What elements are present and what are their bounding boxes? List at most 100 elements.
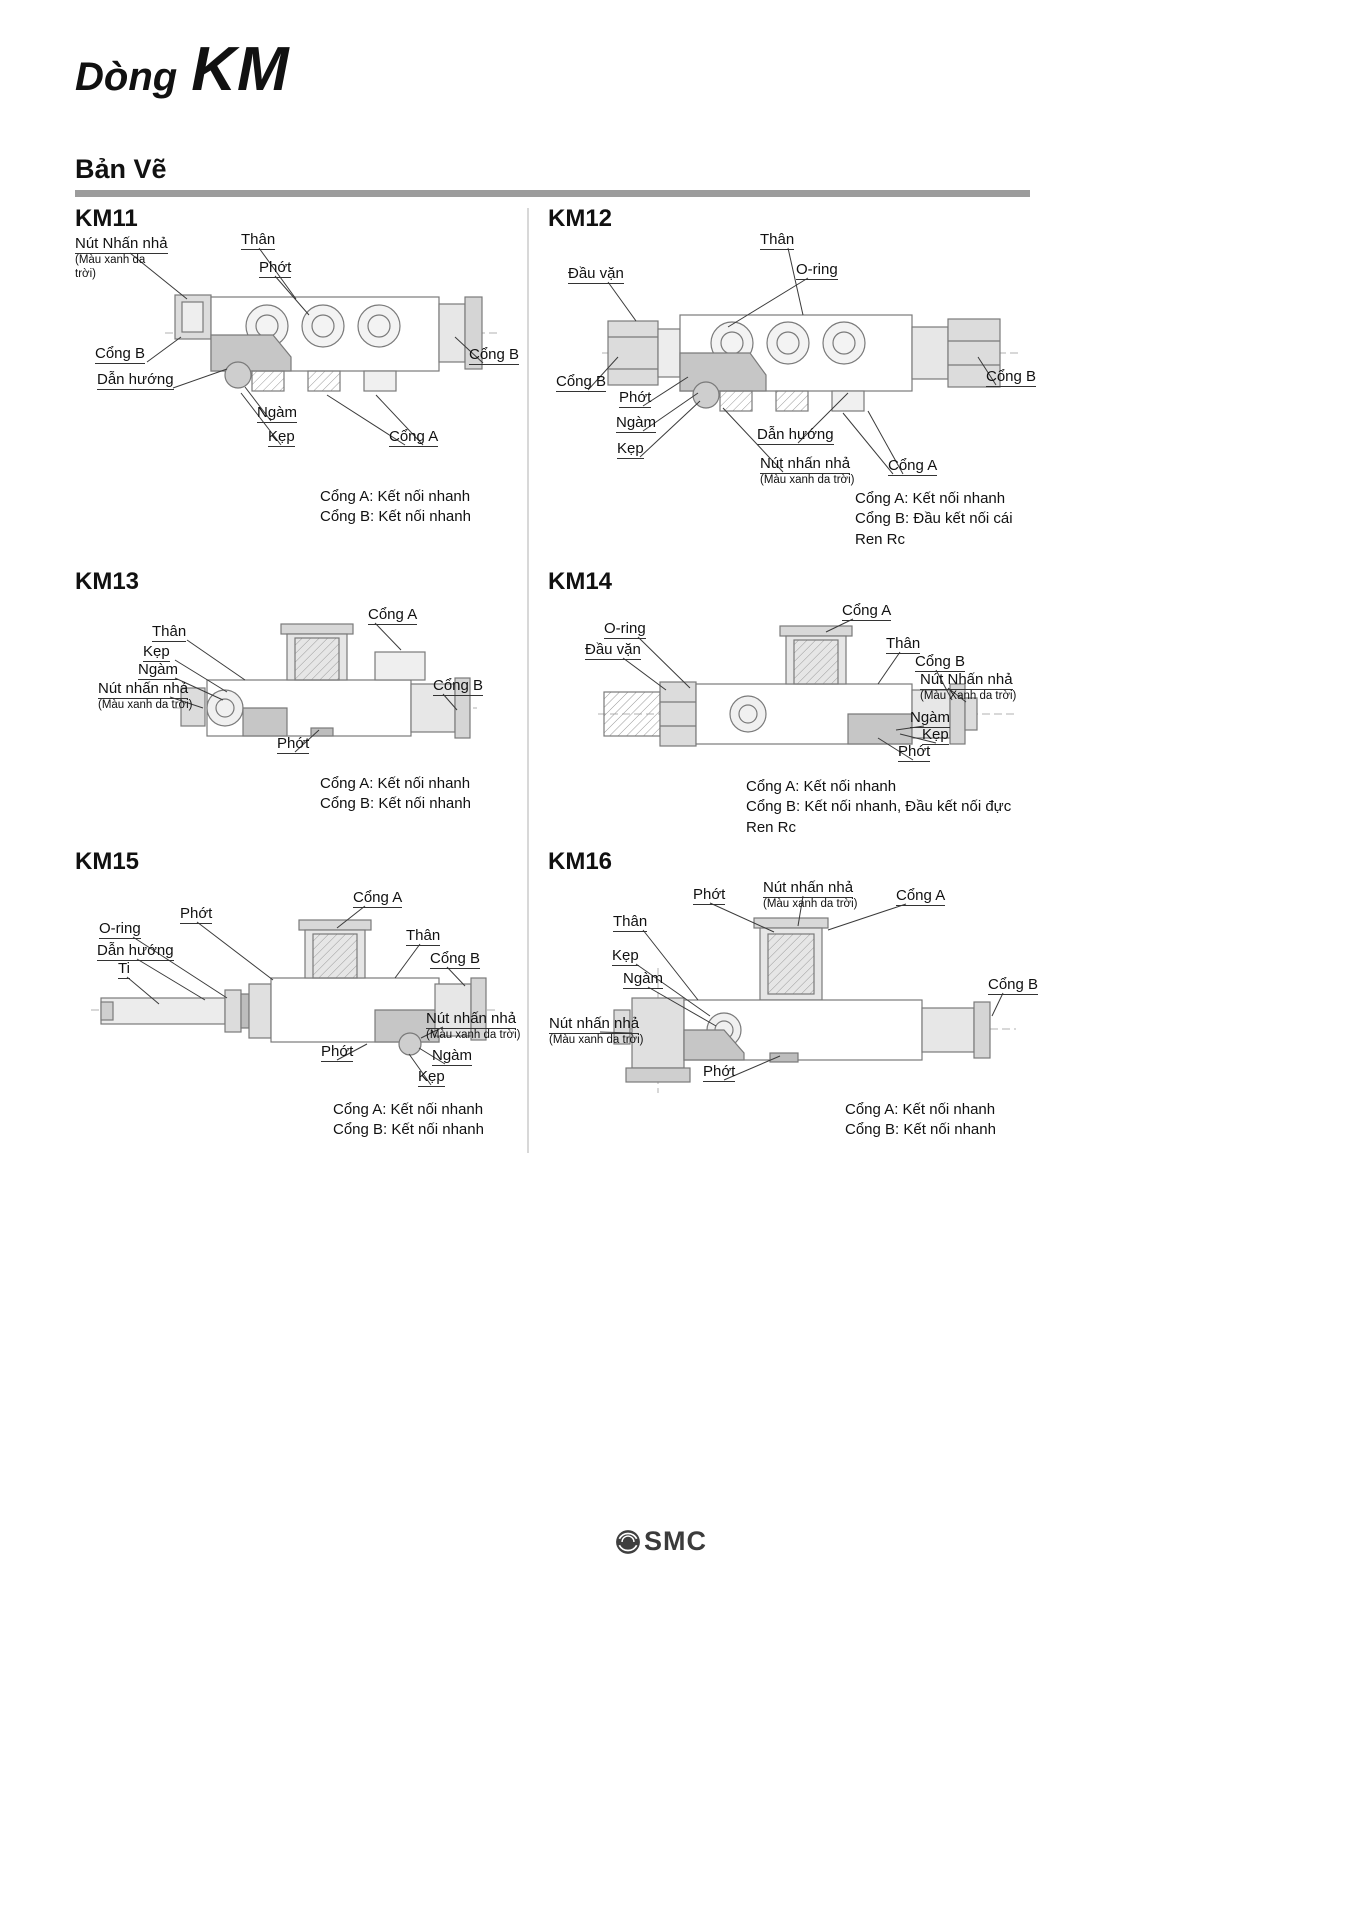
km14-heading: KM14 [548, 568, 613, 595]
caption-line: Cổng A: Kết nối nhanh [845, 1101, 996, 1118]
callout-nut-nhan-nha: Nút Nhấn nhả (Màu Xanh da trời) [920, 671, 1040, 704]
callout-than: Thân [406, 927, 441, 947]
km14-caption: Cổng A: Kết nối nhanh Cổng B: Kết nối nh… [746, 777, 1042, 838]
km14-technical-drawing [598, 618, 1018, 761]
callout-nut-nhan-nha-top: Nút nhấn nhả (Màu xanh da trời) [763, 879, 883, 912]
callout-subtext: (Màu xanh da trời) [75, 254, 146, 280]
callout-text: Kẹp [922, 726, 949, 746]
callout-text: Cổng B [469, 346, 520, 366]
callout-than: Thân [613, 913, 648, 933]
callout-phot-top: Phớt [180, 905, 213, 925]
callout-text: Thân [241, 231, 276, 251]
callout-nut-nhan-nha: Nút nhấn nhả (Màu xanh da trời) [426, 1010, 538, 1043]
km11-caption: Cổng A: Kết nối nhanh Cổng B: Kết nối nh… [320, 487, 471, 528]
caption-line: Cổng A: Kết nối nhanh [855, 490, 1006, 507]
callout-text: Cổng A [896, 887, 946, 907]
figure-km14: KM14 [548, 568, 1042, 836]
callout-cong-a: Cổng A [389, 428, 439, 448]
callout-cong-a: Cổng A [353, 889, 403, 909]
callout-subtext: (Màu xanh da trời) [426, 1029, 521, 1042]
callout-dau-van: Đầu vặn [585, 641, 641, 661]
callout-cong-b: Cổng B [915, 653, 966, 673]
callout-nut-nhan-nha: Nút nhấn nhả (Màu xanh da trời) [760, 455, 854, 488]
caption-line: Cổng B: Đầu kết nối cái Ren Rc [855, 510, 1013, 548]
caption-line: Cổng B: Kết nối nhanh [845, 1121, 996, 1139]
callout-text: Nút nhấn nhả [763, 879, 854, 899]
callout-text: Nút nhấn nhả [760, 455, 851, 475]
caption-line: Cổng A: Kết nối nhanh [320, 775, 471, 792]
callout-text: Phớt [180, 905, 213, 925]
callout-ngam: Ngàm [432, 1047, 473, 1067]
caption-line: Cổng A: Kết nối nhanh [746, 778, 897, 795]
callout-cong-a: Cổng A [842, 602, 892, 622]
callout-cong-a: Cổng A [888, 457, 938, 477]
callout-text: Cổng B [986, 368, 1037, 388]
callout-text: Phớt [619, 389, 652, 409]
callout-text: Ngàm [616, 414, 657, 434]
smc-logo-text: SMC [644, 1526, 707, 1556]
caption-line: Cổng B: Kết nối nhanh [320, 795, 471, 813]
callout-o-ring: O-ring [796, 261, 838, 281]
callout-dan-huong: Dẫn hướng [97, 942, 174, 962]
km12-caption: Cổng A: Kết nối nhanh Cổng B: Đầu kết nố… [855, 489, 1042, 550]
callout-text: Cổng B [433, 677, 484, 697]
km15-heading: KM15 [75, 848, 140, 875]
smc-logo-mark [616, 1529, 640, 1554]
callout-cong-b: Cổng B [430, 950, 481, 970]
callout-text: Cổng A [842, 602, 892, 622]
km11-heading: KM11 [75, 205, 138, 232]
callout-phot-bottom: Phớt [703, 1063, 736, 1083]
km12-technical-drawing [587, 247, 1018, 475]
callout-text: O-ring [796, 261, 838, 281]
callout-kep: Kẹp [617, 440, 644, 460]
callout-text: Kẹp [617, 440, 644, 460]
page-title-prefix: Dòng [75, 55, 178, 99]
callout-ngam: Ngàm [623, 970, 664, 990]
callout-text: Ti [118, 960, 130, 980]
callout-text: Phớt [321, 1043, 354, 1063]
section-title: Bản Vẽ [75, 154, 167, 184]
callout-text: Nút nhấn nhả [549, 1015, 640, 1035]
km15-caption: Cổng A: Kết nối nhanh Cổng B: Kết nối nh… [333, 1100, 484, 1141]
caption-line: Cổng B: Kết nối nhanh, Đầu kết nối đực R… [746, 798, 1012, 836]
callout-text: Thân [760, 231, 795, 251]
callout-text: Nút nhấn nhả [98, 680, 189, 700]
km13-technical-drawing [169, 622, 477, 753]
callout-ngam: Ngàm [910, 709, 951, 729]
callout-phot: Phớt [277, 735, 310, 755]
callout-kep: Kẹp [143, 643, 170, 663]
figure-km15: KM15 [75, 848, 520, 1148]
callout-text: Ngàm [138, 661, 179, 681]
callout-text: Phớt [277, 735, 310, 755]
callout-text: Nút Nhấn nhả [75, 235, 168, 255]
callout-text: Kẹp [612, 947, 639, 967]
callout-text: Phớt [898, 743, 931, 763]
callout-text: Ngàm [910, 709, 951, 729]
callout-cong-b-right: Cổng B [986, 368, 1037, 388]
callout-text: Cổng A [353, 889, 403, 909]
callout-kep: Kẹp [612, 947, 639, 967]
callout-text: Cổng B [556, 373, 607, 393]
callout-text: Nút nhấn nhả [426, 1010, 517, 1030]
callout-cong-b: Cổng B [988, 976, 1039, 996]
callout-text: Ngàm [432, 1047, 473, 1067]
callout-nut-nhan-nha: Nút nhấn nhả (Màu xanh da trời) [98, 680, 228, 713]
callout-phot: Phớt [619, 389, 652, 409]
callout-text: Nút Nhấn nhả [920, 671, 1013, 691]
callout-text: Phớt [259, 259, 292, 279]
callout-text: Thân [886, 635, 921, 655]
callout-kep: Kẹp [268, 428, 295, 448]
callout-dan-huong: Dẫn hướng [97, 371, 174, 391]
km16-caption: Cổng A: Kết nối nhanh Cổng B: Kết nối nh… [845, 1100, 996, 1141]
callout-text: Ngàm [257, 404, 298, 424]
callout-o-ring: O-ring [99, 920, 141, 940]
callout-text: Đầu vặn [585, 641, 641, 661]
callout-than: Thân [886, 635, 921, 655]
callout-text: Kẹp [143, 643, 170, 663]
callout-subtext: (Màu xanh da trời) [760, 474, 855, 487]
km13-heading: KM13 [75, 568, 140, 595]
callout-phot-top: Phớt [693, 886, 726, 906]
callout-text: Cổng B [988, 976, 1039, 996]
km15-technical-drawing [91, 905, 495, 1086]
